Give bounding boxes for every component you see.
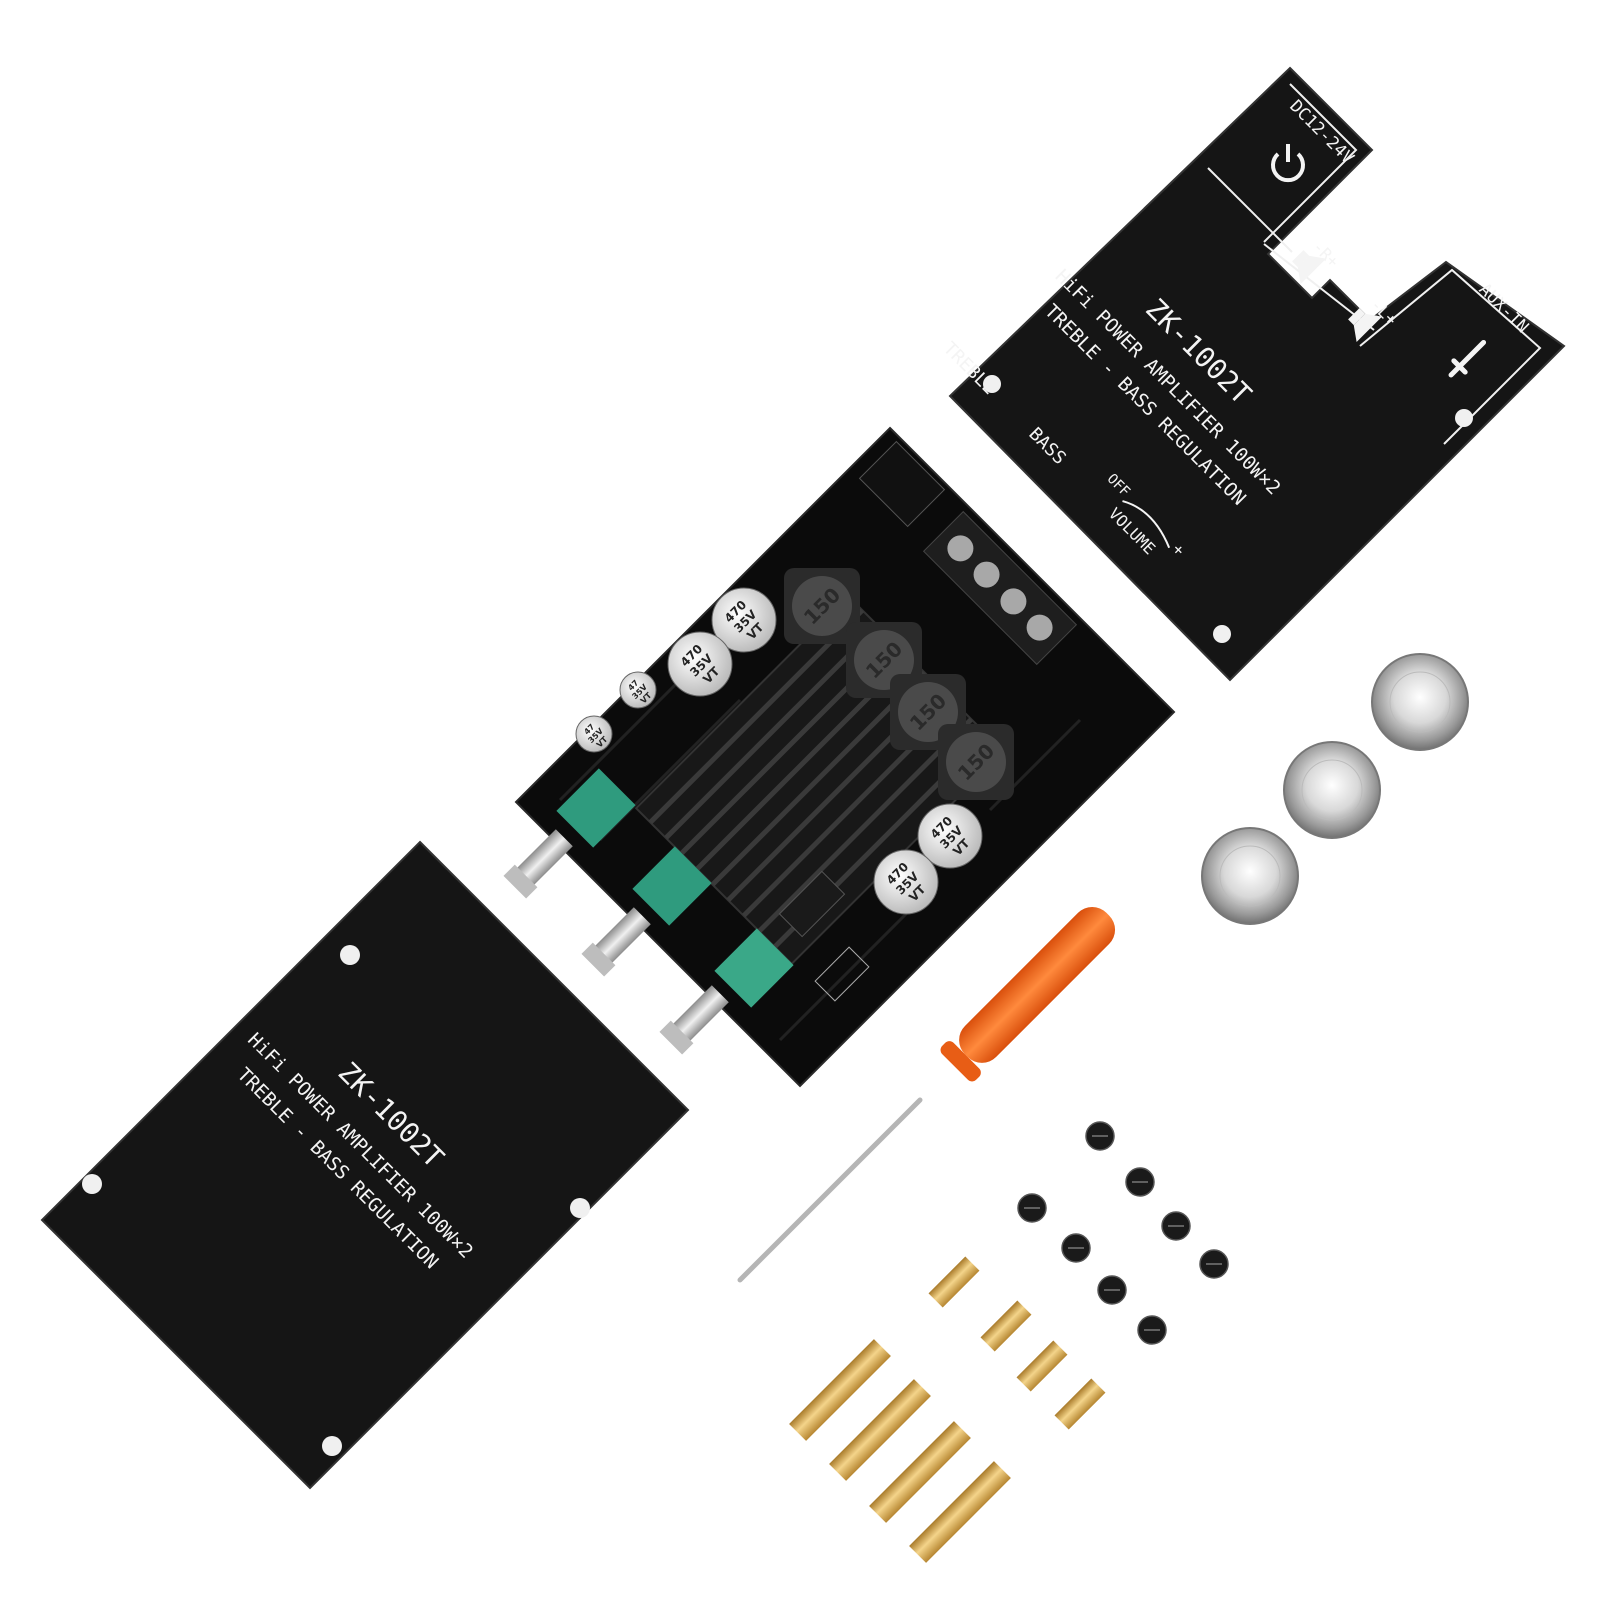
pot-shaft bbox=[581, 907, 651, 977]
mount-hole bbox=[340, 945, 360, 965]
capacitor: 470 35V VT bbox=[873, 849, 939, 915]
short-standoff bbox=[928, 1256, 980, 1308]
capacitor: 470 35V VT bbox=[711, 587, 777, 653]
short-standoff bbox=[1054, 1378, 1106, 1430]
screws bbox=[1017, 1121, 1229, 1345]
screwdriver-shaft bbox=[737, 1097, 923, 1283]
short-standoff bbox=[980, 1300, 1032, 1352]
knob bbox=[1201, 827, 1299, 925]
screw bbox=[1125, 1167, 1155, 1197]
mount-hole bbox=[322, 1436, 342, 1456]
knob bbox=[1371, 653, 1469, 751]
small-capacitor: 47 35V VT bbox=[619, 671, 657, 709]
ic-chip bbox=[778, 870, 846, 938]
speaker-terminal-block bbox=[922, 510, 1078, 666]
inductor: 150 bbox=[784, 568, 860, 644]
speaker-icon bbox=[1292, 250, 1327, 285]
pot-shaft bbox=[659, 985, 729, 1055]
bluetooth-antenna bbox=[814, 946, 870, 1002]
power-icon bbox=[1271, 144, 1305, 183]
capacitor: 470 35V VT bbox=[667, 631, 733, 697]
small-capacitor: 47 35V VT bbox=[575, 715, 613, 753]
audio-jack-icon bbox=[1448, 339, 1487, 378]
speaker-icon bbox=[1348, 308, 1383, 343]
potentiometer bbox=[714, 928, 794, 1008]
screw bbox=[1085, 1121, 1115, 1151]
mount-hole bbox=[1455, 409, 1473, 427]
screw bbox=[1097, 1275, 1127, 1305]
screwdriver bbox=[737, 906, 1116, 1283]
short-standoff bbox=[1016, 1340, 1068, 1392]
screwdriver-handle bbox=[940, 906, 1116, 1082]
screw bbox=[1061, 1233, 1091, 1263]
potentiometer bbox=[632, 846, 712, 926]
long-standoff bbox=[829, 1379, 931, 1481]
dc-jack bbox=[858, 440, 946, 528]
knob bbox=[1283, 741, 1381, 839]
inductor: 150 bbox=[938, 724, 1014, 800]
volume-arc-icon bbox=[1122, 500, 1171, 549]
mount-hole bbox=[570, 1198, 590, 1218]
screw bbox=[1161, 1211, 1191, 1241]
amplifier-board: 150 150 150 150 470 35V VT 470 bbox=[503, 426, 1176, 1088]
bottom-panel: ZK-1002T HiFi POWER AMPLIFIER 100W×2 TRE… bbox=[40, 840, 690, 1490]
short-standoffs bbox=[928, 1256, 1106, 1430]
pot-shaft bbox=[503, 829, 573, 899]
mount-hole bbox=[1213, 625, 1231, 643]
capacitor: 470 35V VT bbox=[917, 803, 983, 869]
potentiometer bbox=[556, 768, 636, 848]
mount-hole bbox=[82, 1174, 102, 1194]
screw bbox=[1137, 1315, 1167, 1345]
long-standoff bbox=[789, 1339, 891, 1441]
screw bbox=[1199, 1249, 1229, 1279]
mount-hole bbox=[983, 375, 1001, 393]
long-standoff bbox=[869, 1421, 971, 1523]
screw bbox=[1017, 1193, 1047, 1223]
long-standoffs bbox=[789, 1339, 1011, 1563]
long-standoff bbox=[909, 1461, 1011, 1563]
bottom-panel-plate bbox=[40, 840, 690, 1490]
